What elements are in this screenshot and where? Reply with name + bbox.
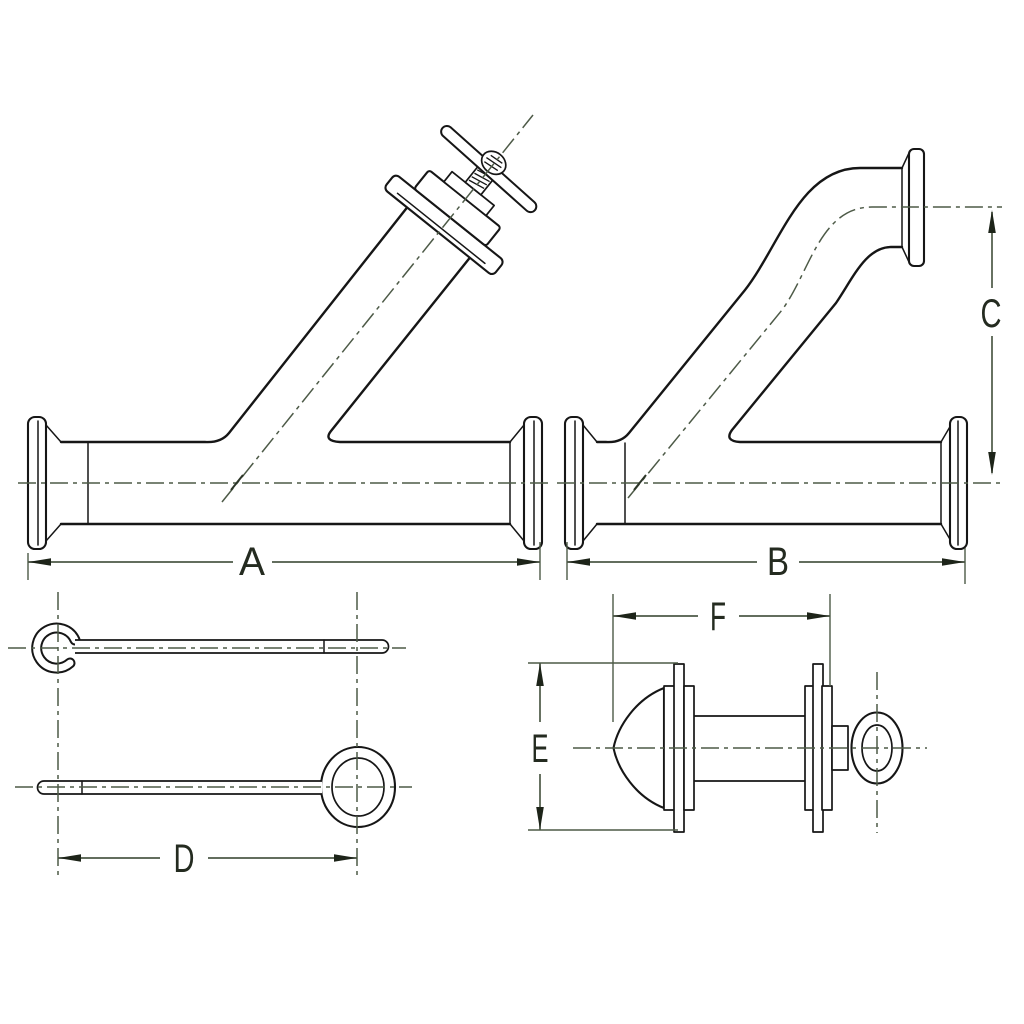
centerline-intersection-tick bbox=[633, 474, 647, 491]
dimensions: A B C D E bbox=[27, 210, 1002, 881]
dim-A: A bbox=[27, 540, 541, 584]
branch-right-wall bbox=[327, 248, 512, 444]
branch-outer-wall bbox=[595, 166, 904, 444]
ferrule-taper bbox=[901, 152, 910, 263]
hook-fill bbox=[33, 624, 79, 672]
dim-label-E: E bbox=[532, 727, 549, 771]
dim-F: F bbox=[612, 594, 831, 722]
centerlines bbox=[8, 114, 1002, 880]
ferrule-taper bbox=[509, 424, 525, 542]
valve-flange-face-line bbox=[396, 192, 486, 265]
ferrule-taper bbox=[582, 424, 598, 542]
dim-D: D bbox=[58, 837, 357, 881]
y-pipe-plain bbox=[563, 147, 969, 551]
pipe-top-wall-left bbox=[59, 198, 415, 444]
dim-E: E bbox=[528, 662, 678, 831]
rod-shaft bbox=[75, 639, 390, 654]
hook-rod bbox=[31, 622, 390, 674]
centerline-left-branch bbox=[221, 114, 534, 503]
centerline-right-branch bbox=[627, 206, 1002, 499]
dim-label-C: C bbox=[981, 292, 1002, 336]
ferrule-taper bbox=[45, 424, 62, 542]
dim-label-B: B bbox=[767, 540, 789, 584]
dim-label-A: A bbox=[239, 540, 265, 584]
dim-C: C bbox=[981, 210, 1002, 475]
centerline-intersection-tick bbox=[230, 474, 244, 491]
branch-inner-wall bbox=[728, 245, 943, 444]
dim-B: B bbox=[566, 540, 966, 584]
dim-label-F: F bbox=[710, 595, 726, 639]
dim-label-D: D bbox=[174, 837, 195, 881]
